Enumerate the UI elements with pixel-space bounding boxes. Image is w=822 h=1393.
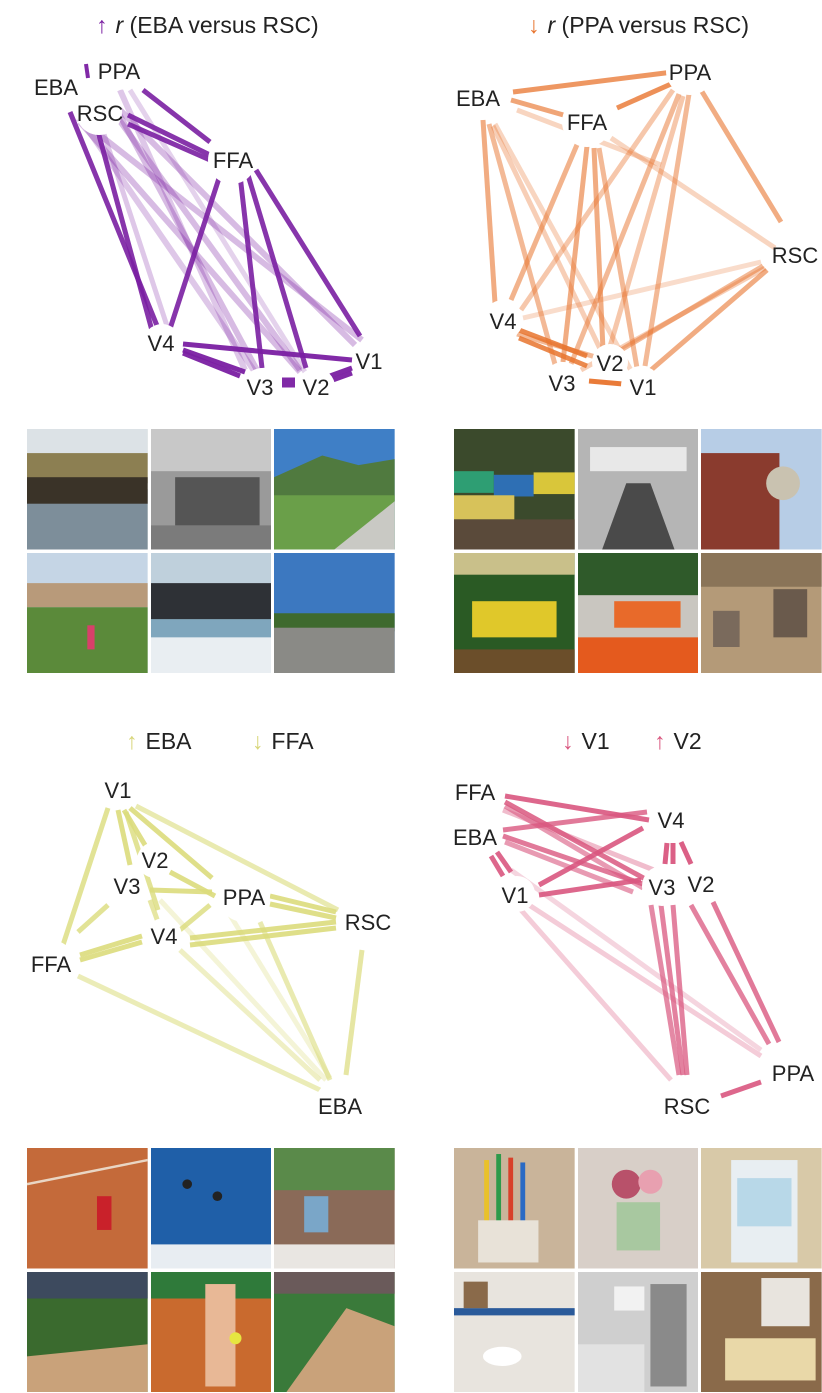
node-label: V3	[549, 371, 576, 396]
node-label: FFA	[567, 110, 608, 135]
node-label: PPA	[669, 60, 712, 85]
node-label: V2	[142, 848, 169, 873]
image-grid-b	[454, 429, 822, 673]
photo-shower-stall	[577, 1271, 699, 1392]
up-arrow-icon: ↑	[126, 728, 138, 754]
image-grid-c	[27, 1148, 395, 1392]
node-label: V2	[597, 351, 624, 376]
photo-market-umbrellas	[454, 429, 575, 550]
photo-zoo-elephants	[701, 552, 822, 673]
legend-label: V2	[673, 728, 702, 754]
photo-carrots	[577, 552, 699, 673]
panel-d-legend: ↓ V1 ↑ V2	[562, 728, 728, 755]
photo-skateboarder	[274, 1148, 395, 1269]
node-label: PPA	[772, 1061, 815, 1086]
photo-baseball-field	[27, 1271, 148, 1392]
down-arrow-icon: ↓	[562, 728, 574, 754]
up-arrow-icon: ↑	[654, 728, 666, 754]
photo-train-interior	[577, 429, 699, 550]
down-arrow-icon: ↓	[251, 728, 264, 754]
network-graph-b: PPA EBA FFA RSC V4 V2 V3 V1	[456, 47, 819, 406]
panel-a-title: ↑ r (EBA versus RSC)	[96, 12, 319, 39]
node-label: V2	[303, 375, 330, 400]
node-label: FFA	[455, 780, 496, 805]
photo-surfers-rocks	[150, 552, 272, 673]
node-label: V1	[105, 778, 132, 803]
panel-b-title-text: (PPA versus RSC)	[555, 12, 750, 38]
node-label: V1	[502, 883, 529, 908]
node-label: RSC	[77, 101, 124, 126]
panel-a-title-italic: r	[115, 12, 124, 38]
node-label: RSC	[345, 910, 392, 935]
photo-kitchen-counter	[701, 1271, 822, 1392]
panel-b-title: ↓ r (PPA versus RSC)	[528, 12, 749, 39]
up-arrow-icon: ↑	[96, 12, 108, 38]
node-label: EBA	[34, 75, 78, 100]
node-label: V4	[148, 331, 175, 356]
legend-item: ↓ V1	[562, 728, 610, 755]
node-label: V3	[247, 375, 274, 400]
node-label: V4	[490, 309, 517, 334]
photo-fruit-stand	[454, 552, 575, 673]
panel-a-title-text: (EBA versus RSC)	[123, 12, 319, 38]
panel-b-title-italic: r	[547, 12, 556, 38]
network-graph-d: FFA V4 EBA V3 V2 V1 PPA RSC	[451, 768, 819, 1132]
node-label: V4	[658, 808, 685, 833]
photo-skiers-jump	[150, 1148, 272, 1269]
photo-baseball-diamond	[274, 1271, 395, 1392]
node-label: EBA	[456, 86, 500, 111]
down-arrow-icon: ↓	[528, 12, 540, 38]
legend-label: EBA	[145, 728, 192, 754]
network-graph-a: PPA EBA RSC FFA V4 V3 V2 V1	[34, 52, 383, 406]
image-grid-d	[454, 1148, 822, 1392]
node-label: FFA	[31, 952, 72, 977]
node-label: V4	[151, 924, 178, 949]
photo-shower-door	[701, 1148, 822, 1269]
panel-c-legend: ↑ EBA ↓ FFA	[126, 728, 340, 755]
photo-beach-walkway	[274, 552, 395, 673]
photo-park-people	[27, 552, 148, 673]
node-label: V3	[114, 874, 141, 899]
image-grid-a	[27, 429, 395, 673]
node-label: PPA	[223, 885, 266, 910]
photo-bathroom-sink	[454, 1271, 575, 1392]
node-label: V3	[649, 875, 676, 900]
photo-park-road	[274, 429, 395, 550]
photo-tennis-clay	[27, 1148, 148, 1269]
photo-toothbrushes	[454, 1148, 575, 1269]
photo-tennis-legs	[150, 1271, 272, 1392]
legend-label: V1	[581, 728, 610, 754]
node-label: EBA	[453, 825, 497, 850]
legend-label: FFA	[271, 728, 314, 754]
photo-roses-vase	[577, 1148, 699, 1269]
node-label: V2	[688, 872, 715, 897]
legend-item: ↑ EBA	[126, 728, 192, 755]
node-label: FFA	[213, 148, 254, 173]
legend-item: ↑ V2	[654, 728, 702, 755]
network-graph-c: V1 V2 V3 PPA RSC V4 FFA EBA	[27, 772, 396, 1132]
photo-elephants-bw	[150, 429, 272, 550]
node-label: V1	[356, 349, 383, 374]
legend-item: ↓ FFA	[252, 728, 314, 755]
node-label: RSC	[664, 1094, 711, 1119]
node-label: PPA	[98, 59, 141, 84]
node-label: EBA	[318, 1094, 362, 1119]
node-label: V1	[630, 375, 657, 400]
photo-clock-tower	[701, 429, 822, 550]
node-label: RSC	[772, 243, 819, 268]
photo-elephants-river	[27, 429, 148, 550]
